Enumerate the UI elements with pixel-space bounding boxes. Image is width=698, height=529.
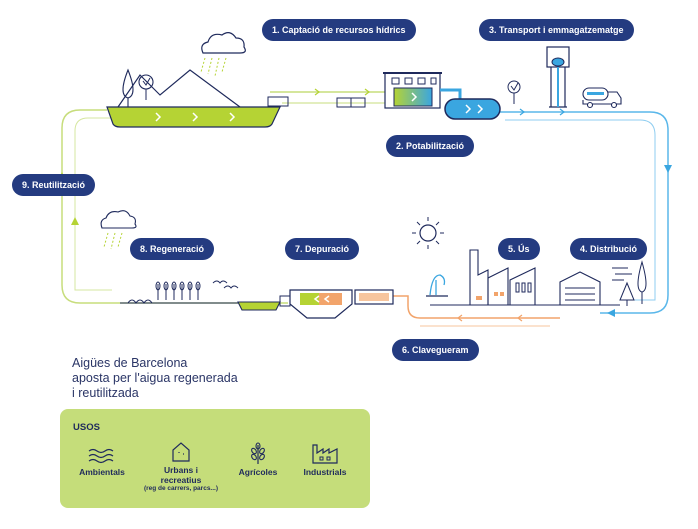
barn-building [559,271,601,306]
usos-title: USOS [73,422,100,433]
use-agricoles: Agrícoles [228,441,288,477]
intro-line: aposta per l'aigua regenerada [72,371,238,385]
stage-label-potabilitzacio: 2. Potabilització [386,135,475,157]
sewer-flow-line [392,295,560,319]
flow-chevrons [155,112,236,122]
stage-label-depuracio: 7. Depuració [285,238,360,260]
treated-pipe [440,88,462,100]
cloud-icon [201,32,246,54]
reuse-flow-line-inner [74,117,112,291]
regeneration-basin [237,301,281,311]
sun-rays [412,217,444,249]
use-label: Urbans i [163,465,198,475]
flow-chevrons [465,104,484,114]
round-tree-icon [507,80,521,94]
truck-water-stripe [587,92,604,95]
use-urbans: Urbans i recreatius (reg de carrers, par… [136,441,226,492]
birds-icon [212,280,239,289]
tree-icon [637,260,647,304]
flow-arrow [517,314,523,322]
use-ambientals: Ambientals [72,447,132,477]
usos-panel: USOS Ambientals Urbans i recreatius (reg… [60,409,370,508]
stage-label-us: 5. Ús [498,238,540,260]
distribution-flow-line-inner [505,119,656,301]
tree-icon [122,68,134,107]
distribution-flow-arrow [607,309,615,317]
use-note: (reg de carrers, parcs...) [143,485,219,492]
factory-icon [312,444,338,464]
wheat-field-icon [127,281,201,304]
mountain-icon [117,69,241,108]
stage-label-distribucio: 4. Distribució [570,238,648,260]
potable-water-tank [444,98,501,120]
use-label: Industrials [303,467,347,477]
reservoir-basin [106,106,281,128]
distribution-flow-line [500,111,669,314]
flow-arrow [559,108,565,116]
tree-icon [619,281,635,306]
reuse-flow-arrow [71,217,79,225]
sewage-plant [279,289,353,319]
stage-label-reutilitzacio: 9. Reutilització [12,174,96,196]
use-label: recreatius [160,475,202,485]
plant-windows [391,77,437,85]
flow-arrow [364,88,370,96]
distribution-flow-arrow [664,165,672,173]
water-tower-top [551,57,565,67]
wind-lines-icon [612,267,632,281]
use-industrials: Industrials [295,441,355,477]
use-label: Ambientals [79,467,125,477]
treatment-tank [393,87,433,107]
round-tree-trunk [510,82,519,104]
factory-door [476,296,482,300]
stage-label-transport: 3. Transport i emmagatzematge [479,19,634,41]
cloud-icon [100,210,137,229]
waves-icon [88,448,114,464]
flow-arrow [457,314,463,322]
sedimentation-tank-water [359,293,389,301]
factory-window [494,292,498,296]
round-tree-trunk [142,77,151,100]
flow-arrow [314,88,320,96]
fountain-icon [429,274,446,296]
rain-icon [200,57,227,77]
rain-icon [103,232,123,250]
wheat-icon [251,442,265,464]
intro-text: Aigües de Barcelona aposta per l'aigua r… [72,356,292,401]
stage-label-clavegueram: 6. Clavegueram [392,339,479,361]
factory-windows [515,282,532,293]
stage-label-captacio: 1. Captació de recursos hídrics [262,19,416,41]
intro-line: i reutilitzada [72,386,139,400]
tanker-truck-icon [582,87,622,109]
factory-window [500,292,504,296]
intake-structure [267,96,289,107]
round-tree-icon [138,74,154,90]
house-icon [172,442,190,462]
tank-chevron [411,92,418,102]
use-label: Agrícoles [238,467,278,477]
stage-label-regeneracio: 8. Regeneració [130,238,215,260]
reuse-flow-line [61,109,275,304]
intro-line: Aigües de Barcelona [72,356,188,370]
flow-arrow [519,108,525,116]
sun-icon [419,224,437,242]
